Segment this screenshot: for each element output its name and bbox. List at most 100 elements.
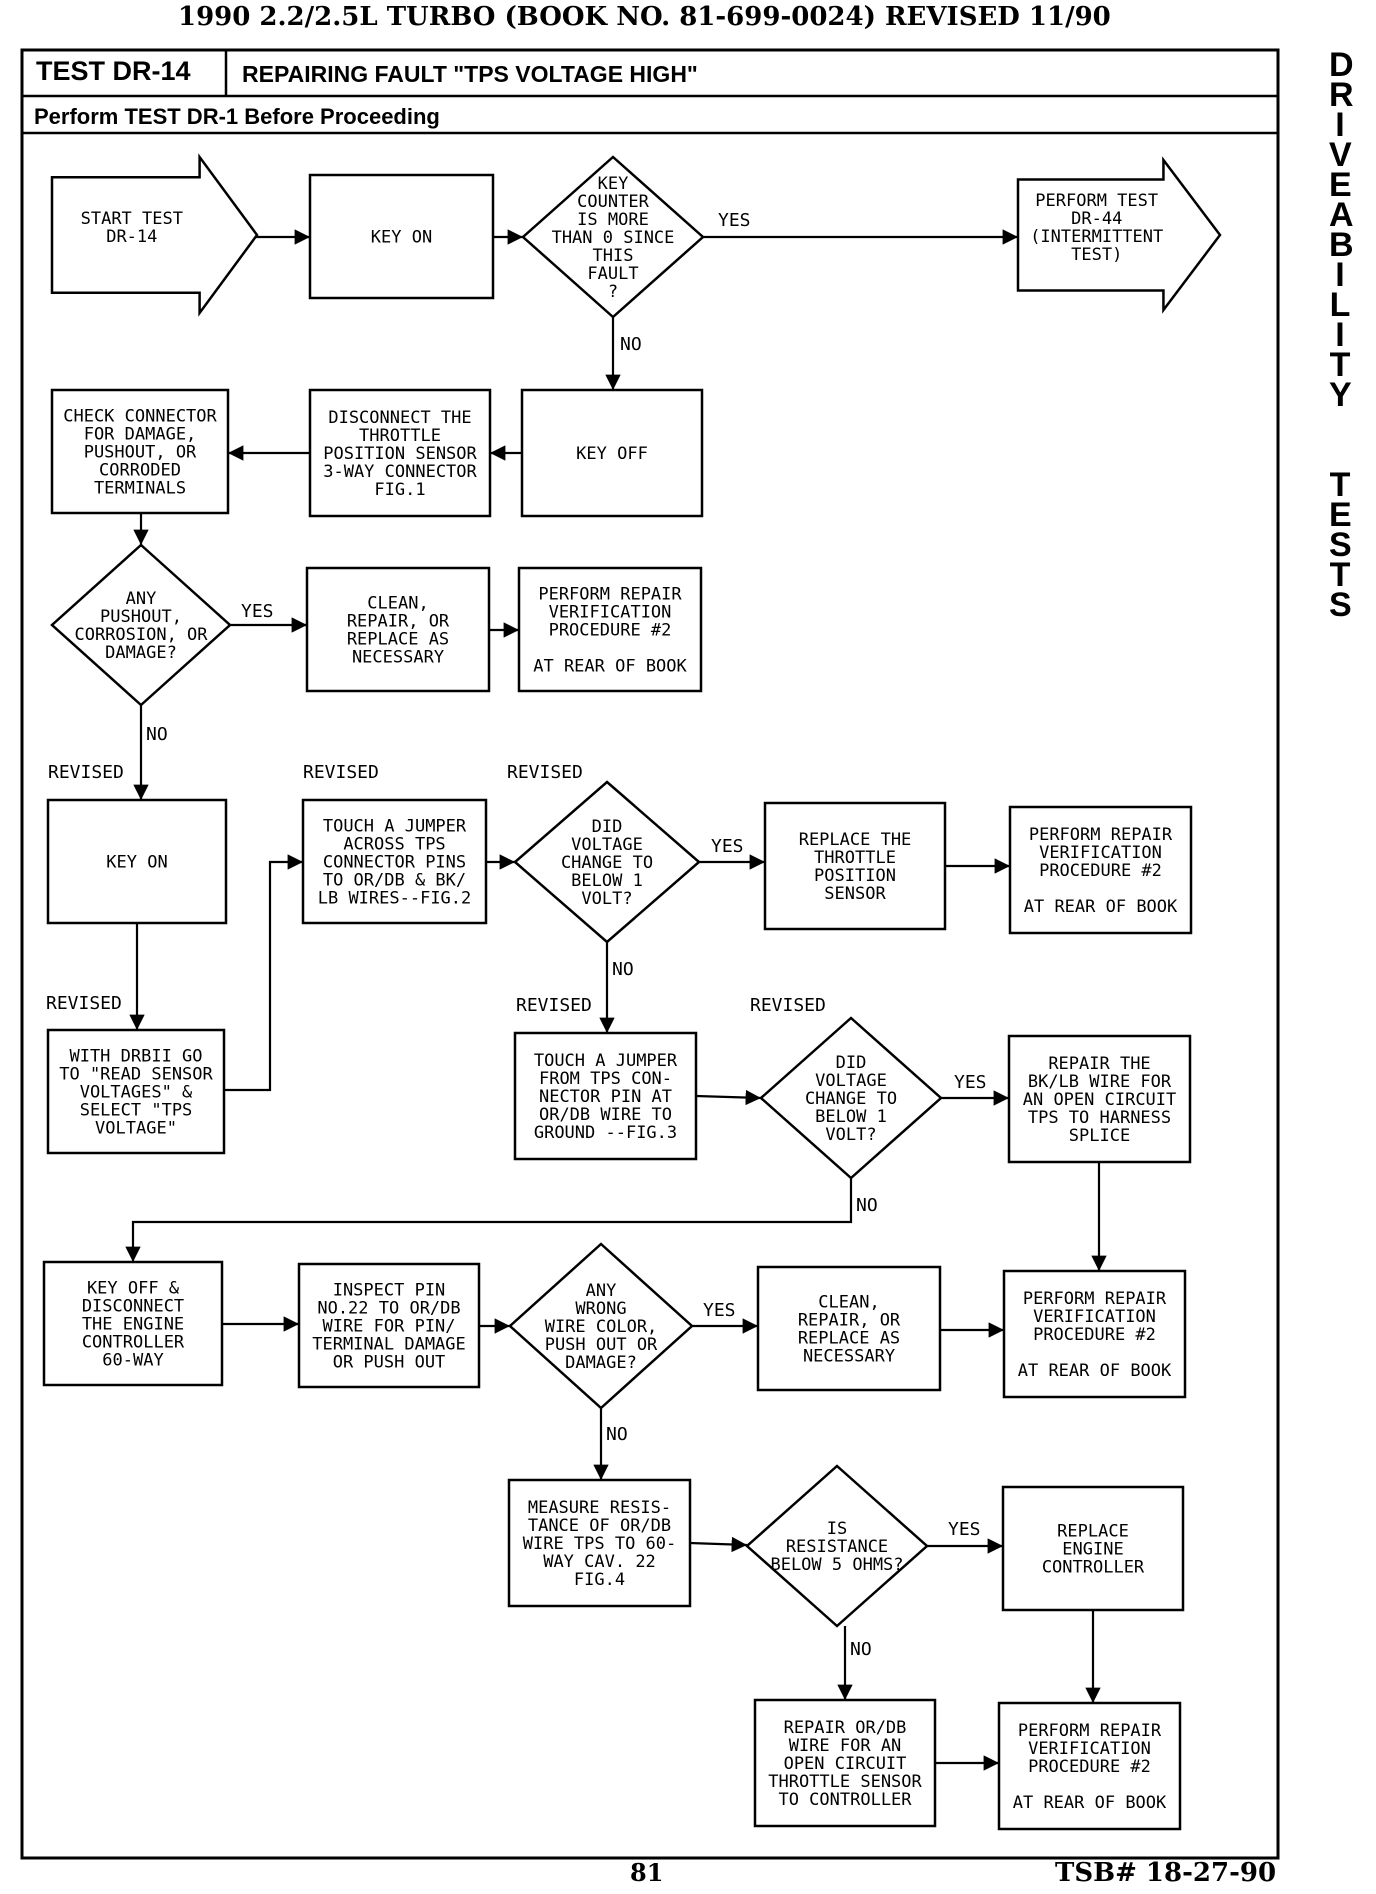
branch-label-yes: YES — [954, 1072, 987, 1093]
process-box — [997, 1701, 1182, 1831]
node-text-line: WITH DRBII GO — [69, 1046, 202, 1066]
outer-frame — [20, 48, 1280, 1860]
branch-label-no: NO — [606, 1424, 628, 1445]
node-text-line: CONNECTOR PINS — [323, 852, 466, 872]
node-text-line: THROTTLE — [814, 848, 896, 868]
node-text-line: TOUCH A JUMPER — [534, 1051, 678, 1071]
decision-diamond — [745, 1464, 929, 1628]
process-box — [1001, 1485, 1185, 1612]
node-text-line: IS MORE — [577, 210, 649, 230]
node-text-line: VERIFICATION — [1039, 843, 1162, 863]
node-text-line: FAULT — [587, 264, 638, 284]
process-box — [1008, 805, 1193, 935]
node-text-line: KEY ON — [106, 852, 167, 872]
node-text-line: OR/DB WIRE TO — [539, 1105, 672, 1125]
node-text-line: REPAIR OR/DB — [784, 1718, 907, 1738]
node-key-on-2: KEY ON — [46, 798, 228, 925]
node-text-line: BELOW 1 — [571, 871, 643, 891]
node-text-line: MEASURE RESIS- — [528, 1498, 671, 1518]
node-text-line: FOR DAMAGE, — [84, 424, 197, 444]
node-text-line: POSITION SENSOR — [323, 444, 477, 464]
node-text-line: NECESSARY — [803, 1346, 895, 1366]
node-text-line: VOLT? — [581, 889, 632, 909]
connector — [224, 854, 303, 1092]
node-text-line: VERIFICATION — [1028, 1739, 1151, 1759]
node-text-line: NECESSARY — [352, 647, 444, 667]
node-text-line: AN OPEN CIRCUIT — [1023, 1090, 1177, 1110]
process-box — [305, 566, 491, 693]
node-text-line: DID — [592, 817, 623, 837]
node-text-line: REPLACE — [1057, 1521, 1129, 1541]
node-text-line: BELOW 1 — [815, 1107, 887, 1127]
node-text-line: DAMAGE? — [105, 643, 177, 663]
node-text-line: COUNTER — [577, 192, 649, 212]
node-text-line: PROCEDURE #2 — [1028, 1757, 1151, 1777]
node-text-line: WIRE FOR AN — [789, 1736, 902, 1756]
node-text-line: SELECT "TPS — [80, 1100, 193, 1120]
decision-diamond — [508, 1242, 694, 1410]
node-text-line: OR PUSH OUT — [333, 1352, 446, 1372]
node-text-line: THROTTLE — [359, 426, 441, 446]
decision-diamond — [521, 155, 705, 319]
node-text-line: START TEST — [81, 209, 183, 229]
node-text-line: REPLACE THE — [799, 830, 912, 850]
node-text-line: CHANGE TO — [805, 1089, 897, 1109]
node-text-line: THAN 0 SINCE — [552, 228, 675, 248]
terminal-arrow — [50, 153, 259, 317]
node-text-line: PROCEDURE #2 — [1039, 861, 1162, 881]
node-text-line: DAMAGE? — [565, 1353, 637, 1373]
node-text-line: WIRE FOR PIN/ — [322, 1316, 455, 1336]
process-box — [517, 566, 703, 693]
process-box — [301, 798, 488, 925]
node-text-line: ANY — [586, 1281, 617, 1301]
decision-diamond — [50, 543, 232, 707]
node-text-line: CHANGE TO — [561, 853, 653, 873]
node-text-line: PROCEDURE #2 — [549, 620, 672, 640]
node-text-line: CORROSION, OR — [74, 625, 208, 645]
node-text-line: PERFORM REPAIR — [1029, 825, 1173, 845]
node-text-line: AT REAR OF BOOK — [1018, 1361, 1172, 1381]
node-text-line: IS — [827, 1519, 847, 1539]
process-box — [50, 388, 230, 515]
branch-label-no: NO — [146, 724, 168, 745]
node-text-line: DISCONNECT — [82, 1296, 184, 1316]
node-text-line: KEY OFF — [576, 444, 648, 464]
side-tab-tests-text: TESTS — [1329, 466, 1352, 624]
side-tab-driveability: DRIVEABILITY — [1320, 48, 1360, 412]
node-text-line: PERFORM TEST — [1035, 191, 1158, 211]
side-tab-tests: TESTS — [1320, 466, 1360, 624]
node-text-line: FIG.4 — [574, 1570, 625, 1590]
process-box — [520, 388, 704, 518]
process-box — [763, 801, 947, 931]
node-text-line: KEY OFF & — [87, 1278, 180, 1298]
node-text-line: 60-WAY — [102, 1350, 163, 1370]
node-text-line: TO "READ SENSOR — [59, 1064, 213, 1084]
node-text-line: REPAIR, OR — [347, 611, 450, 631]
node-text-line: TO CONTROLLER — [778, 1790, 912, 1810]
node-text-line: 3-WAY CONNECTOR — [323, 462, 477, 482]
revised-note: REVISED — [507, 762, 583, 783]
node-key-on-1: KEY ON — [308, 173, 495, 300]
node-text-line: ANY — [126, 589, 157, 609]
node-text-line: INSPECT PIN — [333, 1280, 446, 1300]
process-box — [308, 388, 492, 518]
page-number: 81 — [630, 1858, 664, 1887]
node-text-line: TPS TO HARNESS — [1028, 1108, 1171, 1128]
node-text-line: DR-14 — [106, 227, 157, 247]
branch-label-no: NO — [612, 959, 634, 980]
